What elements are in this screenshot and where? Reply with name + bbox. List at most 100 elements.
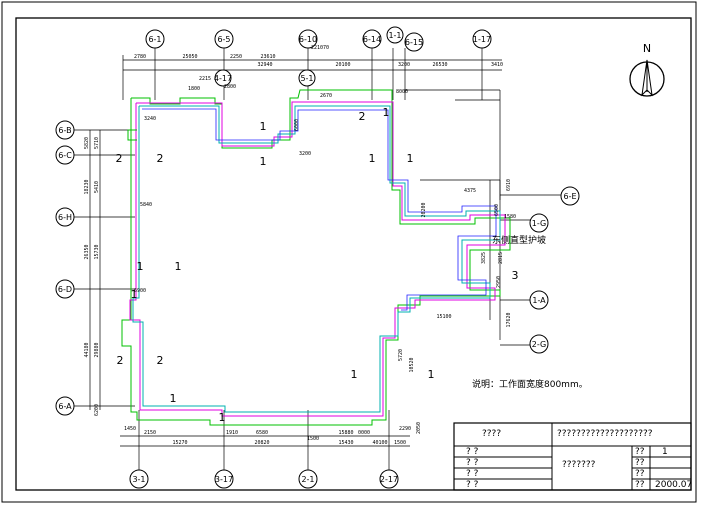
dim-text: 4375 bbox=[464, 188, 476, 194]
dim-text: 20820 bbox=[254, 440, 269, 446]
dim-text: 2815 bbox=[498, 252, 504, 264]
zone-labels: 2 2 1 2 1 1 1 1 1 1 2 2 1 1 1 3 1 1 bbox=[116, 106, 519, 424]
grid-bubble-label: 6-1 bbox=[148, 35, 161, 44]
dim-text: 221070 bbox=[311, 45, 329, 51]
grid-bubble: 6-5 bbox=[214, 29, 234, 49]
dim-text: 40100 bbox=[372, 440, 387, 446]
grid-bubble-label: 3-1 bbox=[132, 475, 145, 484]
dim-text: 1910 bbox=[226, 430, 238, 436]
dim-text: 10520 bbox=[409, 357, 415, 372]
grid-bubbles-bottom: 3-1 3-17 2-1 2-17 bbox=[129, 469, 399, 489]
zone-label: 1 bbox=[407, 152, 414, 165]
dim-text: 8000 bbox=[396, 89, 408, 95]
sheet-outer-border bbox=[1, 1, 697, 503]
tb-field-label: ?? bbox=[635, 480, 645, 490]
dim-text: 23610 bbox=[260, 54, 275, 60]
zone-label: 2 bbox=[359, 110, 366, 123]
dim-text: 5820 bbox=[84, 137, 90, 149]
grid-bubble: 1-G bbox=[529, 213, 549, 233]
north-label: N bbox=[643, 42, 651, 55]
zone-label: 1 bbox=[170, 392, 177, 405]
zone-label: 1 bbox=[175, 260, 182, 273]
dim-text: 1800 bbox=[188, 86, 200, 92]
dim-text: 26530 bbox=[432, 62, 447, 68]
dim-text: 2215 bbox=[199, 76, 211, 82]
tb-row-label: ? ? bbox=[466, 480, 479, 490]
zone-label: 1 bbox=[260, 155, 267, 168]
dim-text: 5720 bbox=[398, 349, 404, 361]
tb-field-label: ?? bbox=[635, 458, 645, 468]
dim-text: 6580 bbox=[256, 430, 268, 436]
grid-bubble-label: 1-A bbox=[532, 296, 546, 305]
grid-bubble-label: 6-10 bbox=[299, 35, 317, 44]
dimension-texts-left: 5820 18230 26350 15730 44180 29880 5710 … bbox=[84, 137, 100, 416]
dimension-texts-misc: 4375 6910 6500 2815 3825 20200 2950 5840… bbox=[134, 86, 516, 434]
dim-text: 26350 bbox=[84, 244, 90, 259]
dim-text: 1450 bbox=[124, 426, 136, 432]
tb-project: ???? bbox=[482, 429, 502, 439]
grid-bubble-label: 2-17 bbox=[380, 475, 398, 484]
grid-bubble: 6-C bbox=[55, 145, 75, 165]
dim-text: 20200 bbox=[421, 202, 427, 217]
dim-text: 3825 bbox=[481, 252, 487, 264]
dim-text: 6900 bbox=[134, 288, 146, 294]
dim-text: 6910 bbox=[506, 179, 512, 191]
grid-bubble-label: 5-1 bbox=[300, 74, 313, 83]
dim-text: 2800 bbox=[224, 84, 236, 90]
tb-sheet-title: ??????? bbox=[562, 460, 596, 470]
grid-bubble: 6-14 bbox=[362, 29, 382, 49]
dim-text: 5410 bbox=[94, 181, 100, 193]
grid-bubble-label: 6-14 bbox=[363, 35, 381, 44]
dimension-lines bbox=[72, 48, 565, 470]
grid-bubble-label: 1-G bbox=[532, 219, 546, 228]
blue-line bbox=[142, 108, 497, 311]
dim-text: 1580 bbox=[504, 214, 516, 220]
grid-bubble-label: 6-D bbox=[58, 285, 72, 294]
sheet-inner-border bbox=[15, 17, 692, 491]
tb-drawing-name: ???????????????????? bbox=[557, 429, 653, 439]
tb-field-label: ?? bbox=[635, 469, 645, 479]
dim-text: 29880 bbox=[94, 342, 100, 357]
grid-bubble: 6-E bbox=[560, 186, 580, 206]
grid-bubble-label: 6-C bbox=[58, 151, 72, 160]
dim-text: 2290 bbox=[399, 426, 411, 432]
dim-text: 2950 bbox=[496, 276, 502, 288]
slope-annotation: 东侧直型护坡 bbox=[492, 234, 546, 246]
tb-row-label: ? ? bbox=[466, 458, 479, 468]
dim-text: 6000 bbox=[294, 119, 300, 131]
dim-text: 15730 bbox=[94, 244, 100, 259]
tb-field-label: ?? bbox=[635, 447, 645, 457]
grid-bubble-label: 6-E bbox=[563, 192, 576, 201]
dim-text: 20100 bbox=[335, 62, 350, 68]
north-arrow: N bbox=[629, 42, 665, 97]
grid-bubble: 6-10 bbox=[298, 29, 318, 49]
dim-text: 44180 bbox=[84, 342, 90, 357]
dim-text: 1500 bbox=[307, 436, 319, 442]
grid-bubble: 6-A bbox=[55, 396, 75, 416]
foundation-outline bbox=[129, 101, 506, 417]
dim-text: 3200 bbox=[299, 151, 311, 157]
dim-text: 15100 bbox=[436, 314, 451, 320]
dim-text: 3410 bbox=[491, 62, 503, 68]
dim-text: 2250 bbox=[230, 54, 242, 60]
grid-bubble-label: 2-1 bbox=[301, 475, 314, 484]
grid-bubbles-right: 6-E 1-G 1-A 2-G bbox=[529, 186, 580, 354]
dim-text: 5840 bbox=[140, 202, 152, 208]
dimension-texts-bottom: 15270 2150 1450 6580 1910 20820 1500 158… bbox=[124, 426, 411, 446]
dim-text: 3240 bbox=[144, 116, 156, 122]
zone-label: 1 bbox=[369, 152, 376, 165]
grid-bubble: 6-15 bbox=[404, 32, 424, 52]
grid-bubble-label: 6-A bbox=[58, 402, 72, 411]
excavation-outline bbox=[121, 89, 511, 426]
title-block bbox=[453, 422, 692, 491]
zone-label: 1 bbox=[137, 260, 144, 273]
dim-text: 3200 bbox=[398, 62, 410, 68]
grid-bubble-label: 1-1 bbox=[388, 31, 401, 40]
grid-bubble: 6-H bbox=[55, 207, 75, 227]
grid-bubble-label: 6-H bbox=[58, 213, 72, 222]
dim-text: 2050 bbox=[416, 422, 422, 434]
dim-text: 1500 bbox=[394, 440, 406, 446]
grid-bubble-label: 4-17 bbox=[214, 74, 232, 83]
grid-bubble: 1-A bbox=[529, 290, 549, 310]
